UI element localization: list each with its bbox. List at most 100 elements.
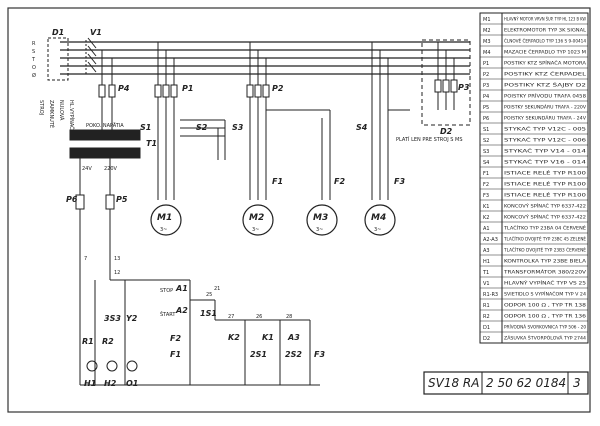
wire-labels: STROJ ZAMKNUTÉ NULOVÁ HL.VYPÍNAČ [38,100,75,130]
m4-label: M4 [371,213,386,223]
trafo-note: POKO. NAPÄTIA [86,122,124,129]
legend-desc: ČLNOVÉ ČERPADLO TYP 136 S 9-00414 [504,39,586,44]
legend-code: H1 [483,259,490,265]
phase-label-r: R [32,41,36,47]
control-circuit [80,280,320,386]
s3c-label: 2S2 [285,350,302,359]
f2-label: F2 [334,177,345,186]
wire-label-hlvypinac: HL.VYPÍNAČ [68,100,75,130]
legend-desc: ODPOR 100 Ω , TYP TR 138 [504,303,587,308]
legend-code: P5 [483,105,489,111]
svg-text:21: 21 [214,286,220,292]
v24-label: 24V [82,166,92,172]
legend-desc: POISTKY PRÍVODU TRAFA 0458 [504,94,587,99]
legend-code: K2 [483,215,489,221]
main-switch-v1 [85,37,97,76]
motor-m4 [364,204,396,236]
d1-label: D1 [52,28,64,37]
motor-m3 [306,204,338,236]
p1-label: P1 [182,84,193,93]
legend-code: M2 [483,28,491,34]
legend-desc: POSTIKY KTZ ČERPADEL [504,72,587,77]
svg-text:25: 25 [206,292,212,298]
m4-phase: 3~ [374,227,381,233]
p2-label: P2 [272,84,284,93]
drawing-border [7,7,591,413]
phase-label-pe: Ø [32,72,36,79]
s4-label: S4 [356,123,368,132]
d2-label: D2 [440,127,453,136]
f1-label: F1 [272,177,283,186]
v220-label: 220V [104,166,118,172]
k1-label: K1 [262,333,274,342]
phase-label-s: S [32,49,35,55]
legend-code: M1 [483,17,491,23]
legend-desc: STYKAČ TYP V14 - 014 [504,149,587,154]
h2-label: H2 [104,379,117,388]
legend-desc: TRANSFORMÁTOR 380/220V [503,270,587,275]
motor-m2 [242,204,274,236]
legend-code: A1 [483,226,490,232]
start-label: ŠTART [160,311,176,318]
m2-phase: 3~ [252,227,259,233]
m2-label: M2 [249,213,264,223]
p6-label: P6 [66,195,78,204]
legend-code: P6 [483,116,489,122]
stop-label: STOP [160,288,173,294]
motor-m1 [150,204,182,236]
legend-desc: KONCOVÝ SPÍNAČ TYP 6337-422 [504,215,587,220]
wire-label-stroj: STROJ [38,100,44,115]
legend-code: K1 [483,204,489,210]
legend-desc: HLAVNÝ VYPÍNAČ TYP VS 25 [504,281,587,286]
a1-label: A1 [175,284,188,293]
y2-label: Y2 [126,314,138,323]
socket-box-d2 [421,39,471,126]
legend-code: P3 [483,83,489,89]
s1-label: S1 [140,123,151,132]
legend-desc: MAZACIE ČERPADLO TYP 1023 M [504,50,587,55]
transformer-section [69,50,190,385]
legend-desc: ISTIACE RELÉ TYP R100 [504,171,587,176]
m1-label: M1 [157,213,172,223]
s1c-label: 1S1 [200,309,217,318]
legend-desc: SVIETIDLO S VYPÍNAČOM TYP V 24 [504,292,587,297]
legend-code: T1 [482,270,489,276]
o1-label: O1 [126,379,138,388]
r1-label: R1 [82,337,94,346]
legend-code: P4 [483,94,489,100]
h1-label: H1 [84,379,96,388]
legend-code: F2 [483,182,489,188]
legend-desc: PRÍVODNÁ SVORKOVNICA TYP 506 - 20 [504,325,586,330]
legend-code: M4 [483,50,491,56]
legend-code: S1 [483,127,489,133]
p4-label: P4 [118,84,130,93]
legend-code: P1 [483,61,489,67]
legend-code: D1 [483,325,490,331]
svg-text:13: 13 [114,256,120,262]
sheet-number: 3 [573,376,581,390]
drawing-number: 2 50 62 0184 [486,376,566,390]
node-labels: 25 26 27 28 21 13 12 7 [84,256,292,320]
legend-code: P2 [483,72,489,78]
m4-branch [371,42,410,200]
a3-label: A3 [287,333,300,342]
legend-code: A2-A3 [483,237,498,243]
legend-desc: KONTROLKA TYP 23BE BIELA [504,259,586,264]
svg-text:28: 28 [286,314,292,320]
s2-label: S2 [196,123,208,132]
legend-desc: ODPOR 100 Ω , TYP TR 136 [504,314,587,319]
legend-desc: ELEKTROMOTOR TYP 3K SIGNAL [504,28,587,33]
legend-desc: STYKAČ TYP V12C - 005 [504,127,587,132]
legend-code: S3 [483,149,489,155]
m1-branch [154,42,226,200]
svg-text:27: 27 [228,314,234,320]
legend-desc: ISTIACE RELÉ TYP R100 [504,193,587,198]
s2c-label: 2S1 [250,350,267,359]
r2-label: R2 [102,337,114,346]
title-block [423,371,589,395]
lamp-o1 [126,360,138,372]
m2-m3-branch [246,42,331,200]
